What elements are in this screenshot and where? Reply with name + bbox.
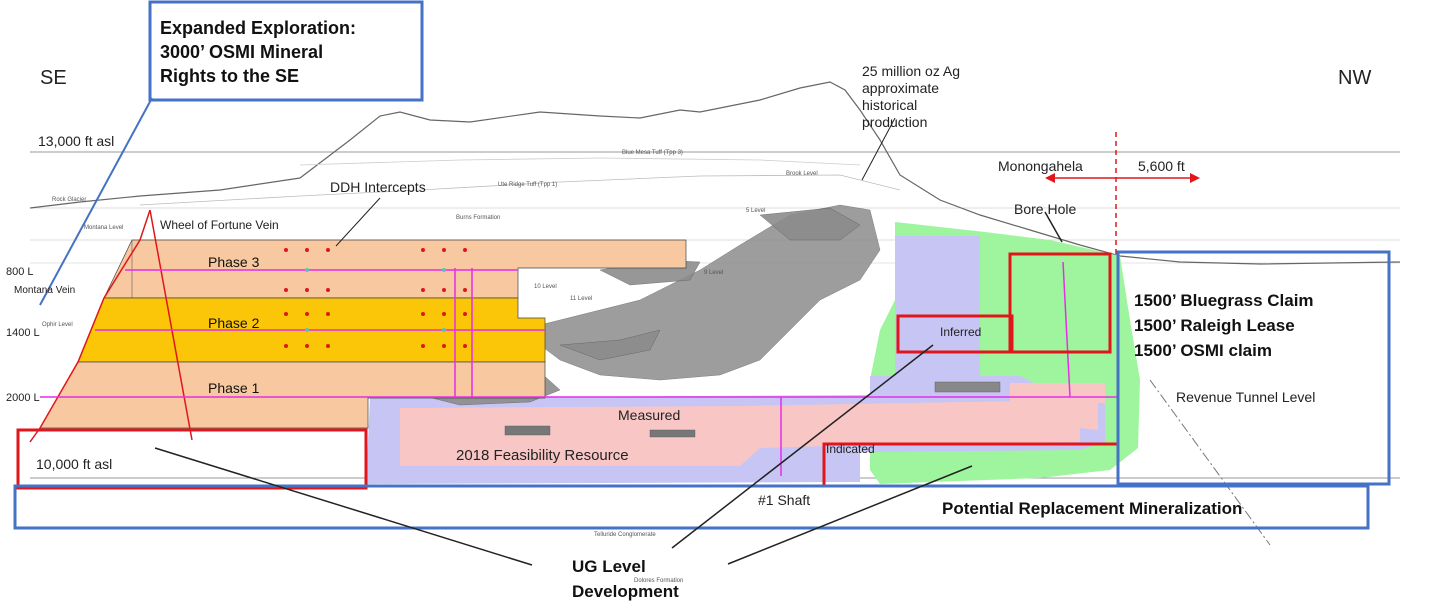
direction-se: SE bbox=[40, 67, 67, 89]
ug-development-box-west bbox=[16, 428, 368, 490]
ddh-intercepts-level bbox=[305, 268, 446, 332]
claim-line-2: 1500’ Raleigh Lease bbox=[1134, 316, 1295, 335]
exploration-line-2: 3000’ OSMI Mineral bbox=[160, 42, 323, 62]
distance-label: 5,600 ft bbox=[1138, 158, 1185, 174]
claim-line-1: 1500’ Bluegrass Claim bbox=[1134, 291, 1314, 310]
level-800-label: 800 L bbox=[6, 266, 34, 278]
inferred-label: Inferred bbox=[940, 325, 981, 339]
direction-nw: NW bbox=[1338, 67, 1371, 89]
replacement-label: Potential Replacement Mineralization bbox=[942, 499, 1242, 518]
ug-line-1: UG Level bbox=[572, 557, 646, 576]
wheel-of-fortune-vein bbox=[149, 209, 193, 441]
formation-dolores: Dolores Formation bbox=[634, 578, 683, 584]
production-line-4: production bbox=[862, 114, 927, 130]
formation-level-10: 10 Level bbox=[534, 284, 557, 290]
elevation-top: 13,000 ft asl bbox=[38, 133, 114, 149]
leader-ug-east bbox=[727, 465, 973, 565]
leader-ug-west bbox=[154, 447, 533, 566]
phase-1-label: Phase 1 bbox=[208, 380, 260, 396]
formation-contact bbox=[139, 174, 901, 206]
leader-production bbox=[861, 117, 896, 181]
exploration-line-1: Expanded Exploration: bbox=[160, 18, 356, 38]
formation-blue-mesa: Blue Mesa Tuff (Tpp 3) bbox=[622, 150, 683, 156]
claim-line-3: 1500’ OSMI claim bbox=[1134, 341, 1272, 360]
replacement-callout-box bbox=[13, 484, 1370, 530]
phase-2-label: Phase 2 bbox=[208, 315, 260, 331]
formation-montana-level: Montana Level bbox=[84, 225, 123, 231]
borehole-label: Bore Hole bbox=[1014, 201, 1076, 217]
elevation-bottom: 10,000 ft asl bbox=[36, 456, 112, 472]
arrow-head-left bbox=[1045, 173, 1055, 183]
production-line-1: 25 million oz Ag bbox=[862, 63, 960, 79]
topographic-surface bbox=[29, 81, 1401, 265]
leader-ug-middle bbox=[671, 344, 934, 549]
feasibility-label: 2018 Feasibility Resource bbox=[456, 447, 629, 464]
ddh-intercepts bbox=[284, 248, 467, 348]
formation-brook-level: Brook Level bbox=[786, 171, 818, 177]
revenue-fault bbox=[1149, 379, 1271, 546]
exploration-line-3: Rights to the SE bbox=[160, 66, 299, 86]
phase-3-block bbox=[103, 239, 687, 299]
claims-callout-box bbox=[1116, 250, 1391, 486]
leader-borehole bbox=[1044, 211, 1063, 243]
montana-vein-label: Montana Vein bbox=[14, 285, 75, 296]
ug-development-box-inferred bbox=[896, 314, 1014, 354]
leader-ddh bbox=[335, 197, 381, 247]
formation-ophir-level: Ophir Level bbox=[42, 322, 73, 328]
shaft-label: #1 Shaft bbox=[758, 492, 810, 508]
production-line-3: historical bbox=[862, 97, 917, 113]
ddh-label: DDH Intercepts bbox=[330, 179, 426, 195]
formation-telluride: Telluride Conglomerate bbox=[594, 532, 656, 538]
exploration-leader bbox=[39, 97, 153, 306]
monongahela-label: Monongahela bbox=[998, 158, 1083, 174]
arrow-head-right bbox=[1190, 173, 1200, 183]
formation-level-11: 11 Level bbox=[570, 296, 592, 302]
borehole-line bbox=[1062, 261, 1071, 398]
formation-rock-glacier: Rock Glacier bbox=[52, 197, 86, 203]
wheel-of-fortune-label: Wheel of Fortune Vein bbox=[160, 218, 279, 232]
level-2000-label: 2000 L bbox=[6, 392, 40, 404]
bore-hole-box bbox=[1008, 252, 1112, 354]
measured-zone bbox=[400, 388, 1098, 466]
formation-level-9: 9 Level bbox=[704, 270, 723, 276]
ug-line-2: Development bbox=[572, 582, 679, 601]
level-1400-label: 1400 L bbox=[6, 327, 40, 339]
phase-3-label: Phase 3 bbox=[208, 254, 260, 270]
indicated-label: Indicated bbox=[826, 442, 875, 456]
measured-zone-east bbox=[1010, 383, 1105, 403]
formation-ute-ridge: Ute Ridge Tuff (Tpp 1) bbox=[498, 182, 557, 188]
formation-burns: Burns Formation bbox=[456, 215, 500, 221]
measured-label: Measured bbox=[618, 407, 680, 423]
revenue-label: Revenue Tunnel Level bbox=[1176, 389, 1315, 405]
exploration-callout-box bbox=[148, 0, 424, 102]
indicated-zone-upper bbox=[895, 236, 980, 376]
production-line-2: approximate bbox=[862, 80, 939, 96]
formation-level-5: 5 Level bbox=[746, 208, 765, 214]
formation-contact bbox=[299, 157, 861, 166]
